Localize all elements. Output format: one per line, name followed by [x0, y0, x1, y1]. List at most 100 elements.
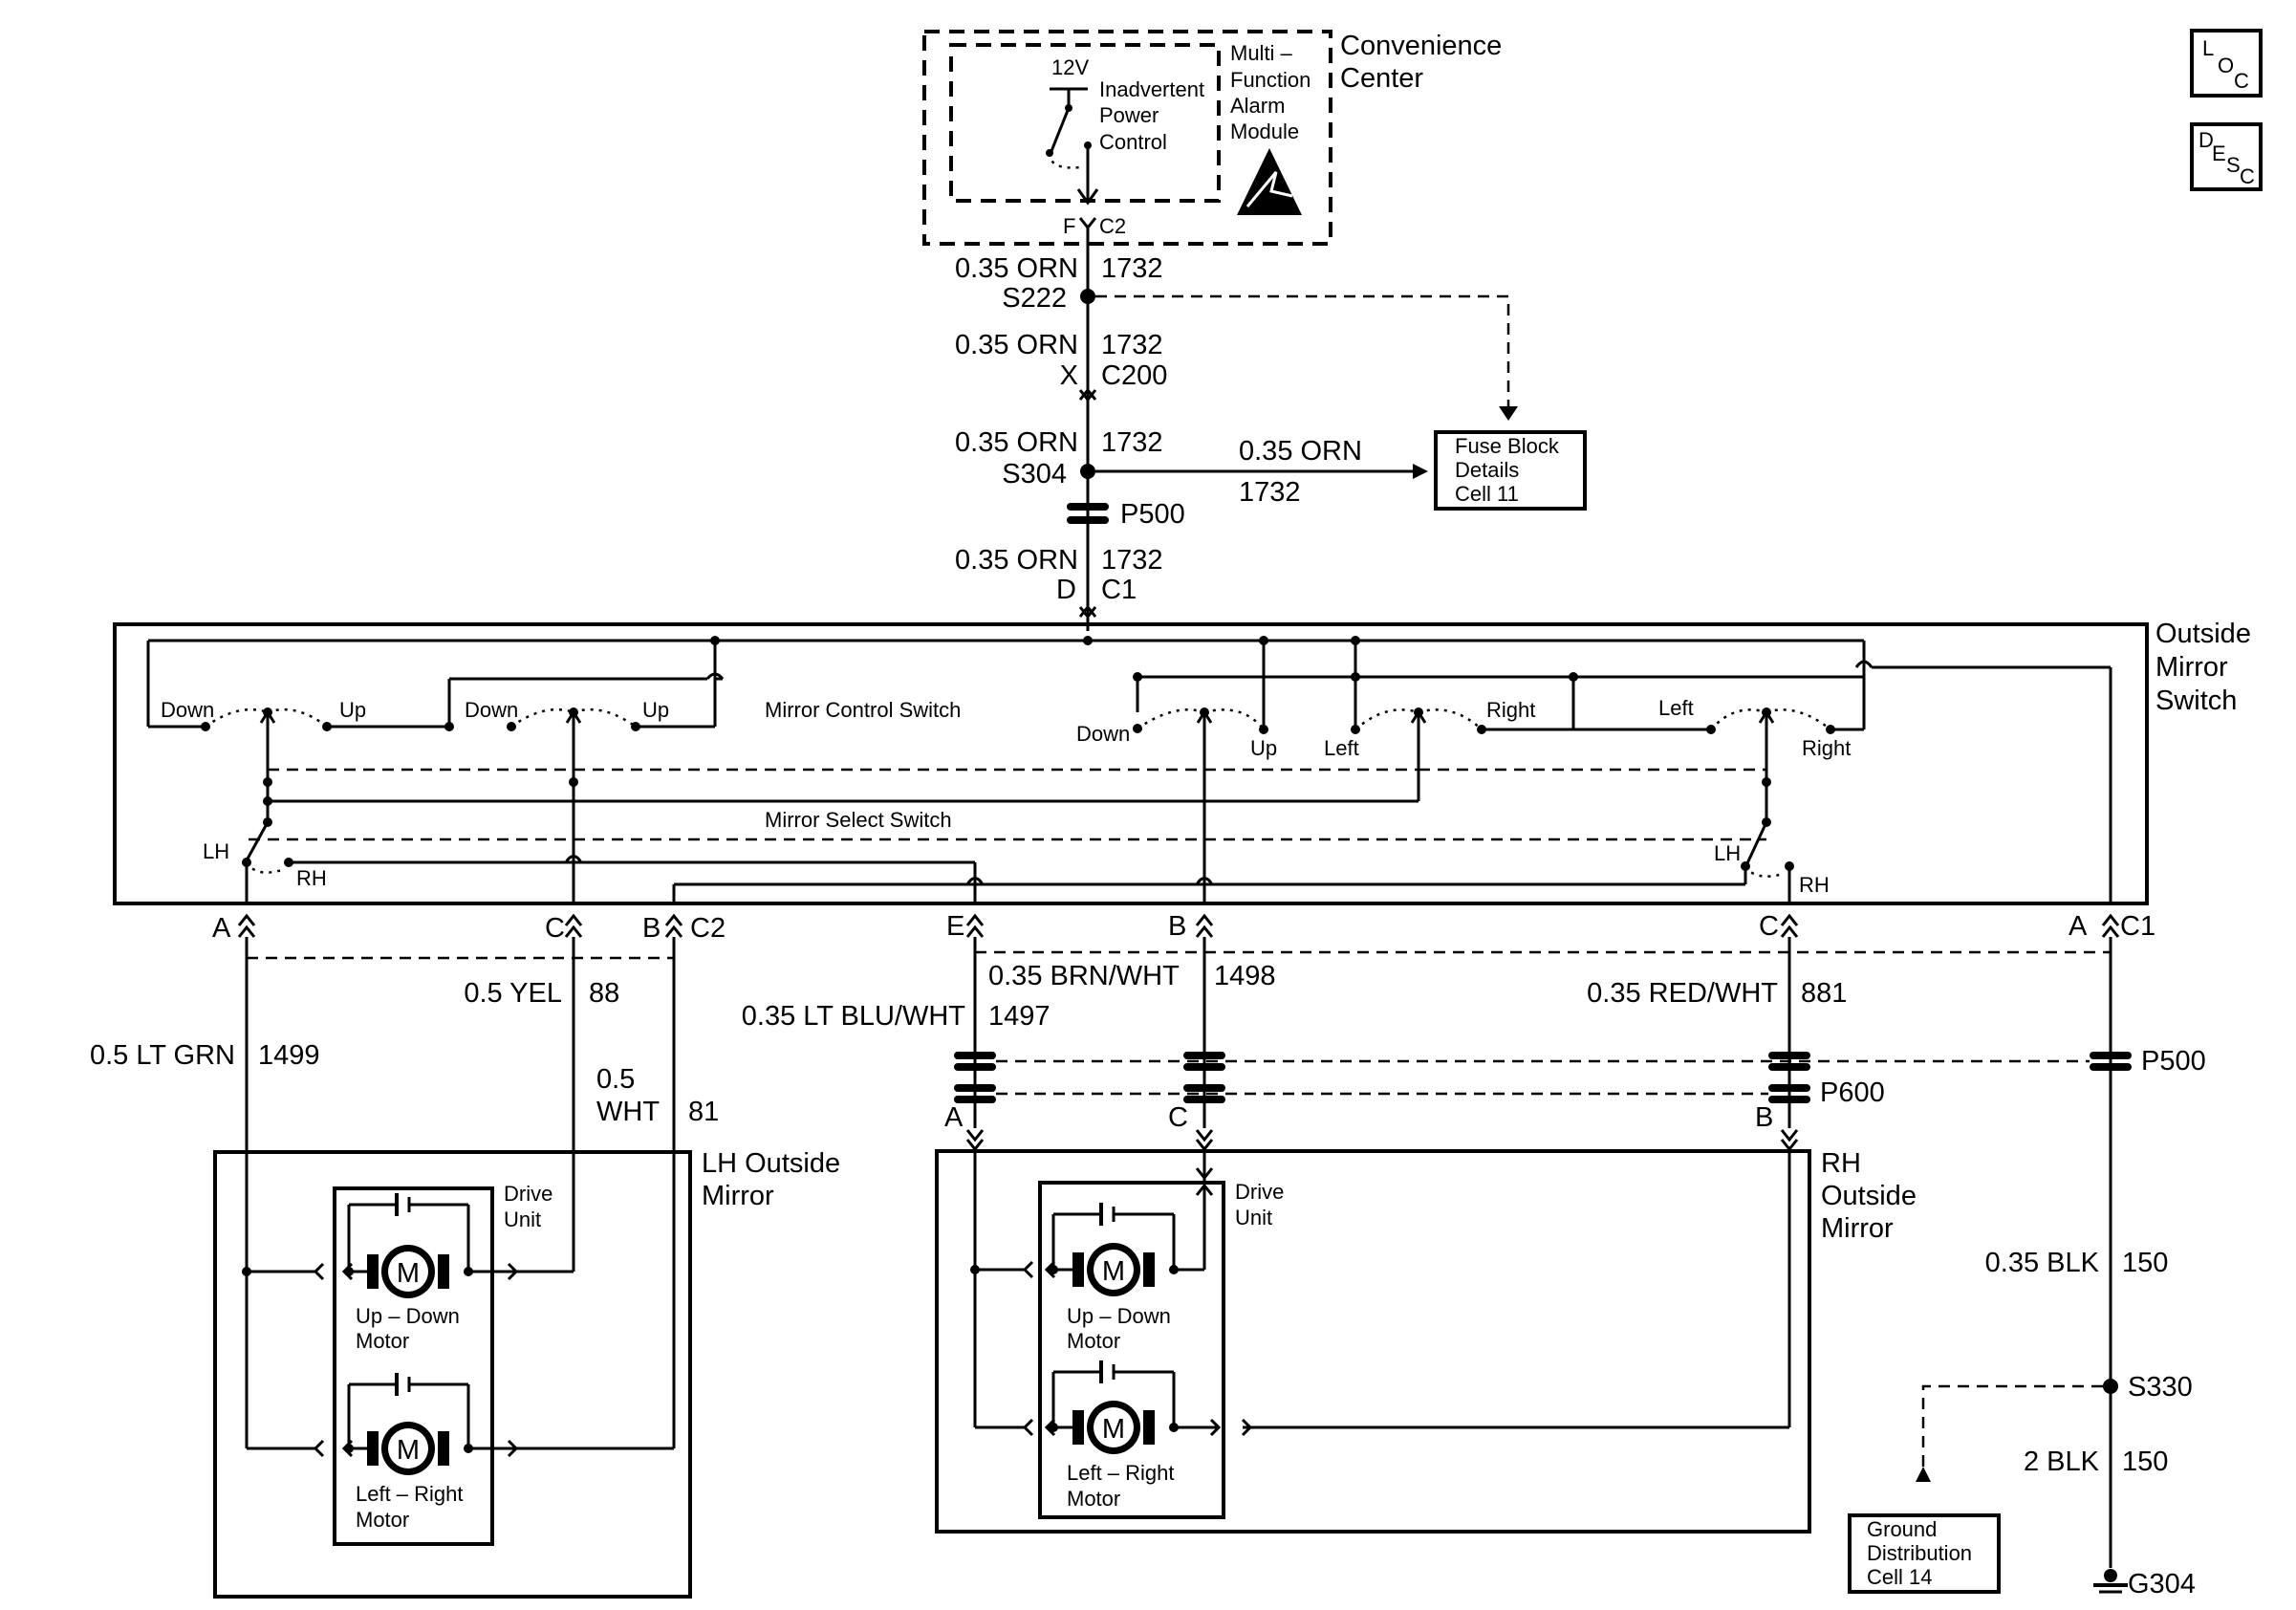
rh-drive-unit	[1038, 1181, 1225, 1519]
splice-s304	[1080, 464, 1095, 479]
lh-motor-1-glyph: M	[397, 1258, 420, 1289]
connector-c1-label: C1	[2120, 911, 2155, 942]
desc-icon[interactable]: D E S C	[2190, 122, 2263, 191]
pos-up-2: Up	[642, 698, 669, 722]
switch-connector-c1: C1	[1101, 575, 1137, 605]
pin-a-c2: A	[212, 913, 231, 944]
outside-mirror-switch: Outside Mirror Switch Down Up Down Up	[113, 619, 2251, 905]
fuse-block-ref[interactable]: Fuse Block Details Cell 11	[1434, 430, 1587, 511]
connector-c2-label: C2	[690, 913, 726, 944]
rh-motor-2-label-1: Left – Right	[1067, 1461, 1175, 1485]
mirror-control-switch-label: Mirror Control Switch	[765, 698, 961, 722]
splice-s222-label: S222	[1002, 283, 1067, 314]
p500-top-label: P500	[1120, 499, 1185, 530]
lh-drive-unit-2: Unit	[504, 1208, 541, 1231]
wire-3-circuit: 1732	[1101, 427, 1163, 458]
ipc-label-3: Control	[1099, 130, 1167, 154]
loc-letter-c: C	[2234, 69, 2249, 93]
pin-b-c2: B	[642, 913, 661, 944]
module-name-1: Multi –	[1230, 41, 1293, 65]
rh-drive-unit-1: Drive	[1235, 1180, 1284, 1204]
pos-down-1: Down	[161, 698, 214, 722]
ground-g304-label: G304	[2128, 1569, 2196, 1599]
voltage-label: 12V	[1051, 55, 1089, 79]
passthrough-row: P500 P600	[954, 1046, 2206, 1108]
ground-2-circuit: 150	[2122, 1447, 2168, 1477]
lh-motor-1-label-2: Motor	[356, 1329, 409, 1353]
rh-pin-b: B	[1755, 1102, 1773, 1133]
pos-left-2: Left	[1658, 696, 1694, 720]
ground-distribution-ref[interactable]: Ground Distribution Cell 14	[1848, 1513, 2001, 1594]
lh-pos-1: LH	[203, 839, 229, 863]
desc-letter-c: C	[2240, 164, 2255, 188]
pin-a-c1: A	[2069, 911, 2088, 942]
wire-4-circuit: 1732	[1101, 545, 1163, 576]
module-name-4: Module	[1230, 120, 1299, 143]
rh-outside-mirror: RH Outside Mirror Drive Unit M Up – Down	[935, 1148, 1917, 1534]
rh-motor-1-label-2: Motor	[1067, 1329, 1120, 1353]
branch-wire-circuit: 1732	[1239, 477, 1301, 508]
switch-title-1: Outside	[2155, 619, 2251, 649]
p500-bottom-label: P500	[2141, 1046, 2206, 1077]
lh-mirror-housing	[213, 1150, 692, 1599]
rh-motor-2-label-2: Motor	[1067, 1487, 1120, 1511]
rh-mirror-title-2: Outside	[1821, 1181, 1917, 1211]
pos-up-3: Up	[1250, 736, 1277, 760]
switch-connectors: A C B C2 E B C A C1	[212, 911, 2155, 960]
ground-1-gauge: 0.35 BLK	[1985, 1248, 2100, 1278]
switch-title-2: Mirror	[2155, 652, 2228, 683]
convenience-center-label-2: Center	[1340, 63, 1423, 94]
ipc-label-1: Inadvertent	[1099, 77, 1204, 101]
splice-s330-label: S330	[2128, 1372, 2193, 1403]
rh-brn-gauge: 0.35 BRN/WHT	[988, 961, 1180, 991]
loc-letter-l: L	[2202, 36, 2214, 60]
harness-wires: 0.5 LT GRN 1499 0.5 YEL 88 0.5 WHT 81 0.…	[90, 937, 2206, 1568]
rh-blu-gauge: 0.35 LT BLU/WHT	[742, 1001, 966, 1032]
pos-left-1: Left	[1324, 736, 1359, 760]
module-name-2: Function	[1230, 68, 1310, 92]
wire-2-circuit: 1732	[1101, 330, 1163, 360]
pos-up-1: Up	[339, 698, 366, 722]
lh-drive-unit	[333, 1186, 494, 1546]
wire-2-gauge: 0.35 ORN	[955, 330, 1078, 360]
rh-motor-2-glyph: M	[1102, 1414, 1125, 1445]
lh-wht-gauge-1: 0.5	[596, 1064, 635, 1095]
rh-mirror-title-1: RH	[1821, 1148, 1861, 1179]
lh-motor-2-glyph: M	[397, 1435, 420, 1466]
power-feed: 0.35 ORN 1732 S222 0.35 ORN 1732 X C200 …	[955, 228, 1587, 631]
rh-brn-circuit: 1498	[1214, 961, 1276, 991]
wire-4-gauge: 0.35 ORN	[955, 545, 1078, 576]
rh-motor-1-label-1: Up – Down	[1067, 1304, 1171, 1328]
inline-pin-x: X	[1060, 360, 1078, 391]
rh-red-gauge: 0.35 RED/WHT	[1587, 978, 1778, 1009]
rh-pos-2: RH	[1799, 873, 1830, 897]
switch-title-3: Switch	[2155, 685, 2237, 716]
ground-ref-line-2: Distribution	[1867, 1541, 1972, 1565]
wire-1-gauge: 0.35 ORN	[955, 253, 1078, 284]
lh-green-circuit: 1499	[258, 1040, 320, 1071]
lh-mirror-title-2: Mirror	[702, 1181, 774, 1211]
splice-s330	[2103, 1379, 2118, 1394]
pin-e-c1: E	[946, 911, 964, 942]
lh-motor-1-label-1: Up – Down	[356, 1304, 460, 1328]
splice-s304-label: S304	[1002, 459, 1067, 490]
pin-b-c1: B	[1168, 911, 1186, 942]
ground-ref-line-1: Ground	[1867, 1517, 1937, 1541]
splice-s222	[1080, 289, 1095, 304]
rh-mirror-housing	[935, 1149, 1811, 1534]
lh-mirror-title-1: LH Outside	[702, 1148, 840, 1179]
rh-pin-c: C	[1168, 1102, 1188, 1133]
lh-drive-unit-1: Drive	[504, 1182, 552, 1206]
loc-icon[interactable]: L O C	[2190, 29, 2263, 98]
passthrough-p500-top: P500	[1067, 499, 1185, 530]
ground-1-circuit: 150	[2122, 1248, 2168, 1278]
p600-label: P600	[1820, 1077, 1885, 1108]
rh-blu-circuit: 1497	[988, 1001, 1051, 1032]
lh-green-gauge: 0.5 LT GRN	[90, 1040, 235, 1071]
fuse-ref-line-2: Details	[1455, 458, 1519, 482]
lh-wht-circuit: 81	[688, 1097, 719, 1127]
rh-red-circuit: 881	[1801, 978, 1847, 1009]
switch-housing	[113, 622, 2149, 905]
ground-circuit: 0.35 BLK 150 S330 Ground Distribution Ce…	[1848, 1248, 2196, 1599]
rh-motor-1-glyph: M	[1102, 1256, 1125, 1287]
